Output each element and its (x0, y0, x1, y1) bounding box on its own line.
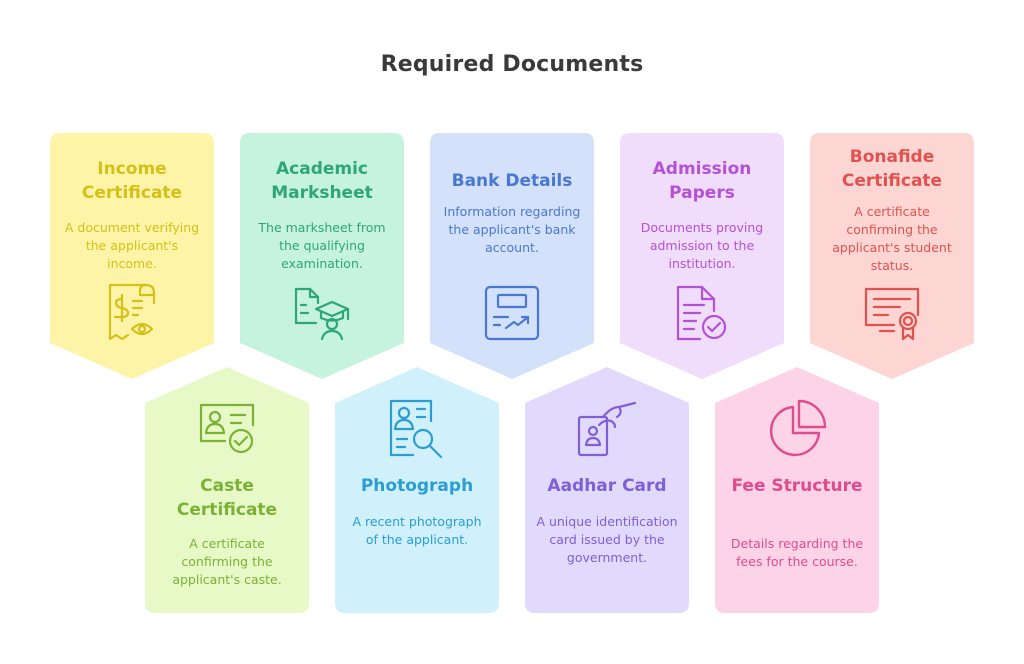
hand-id-card-icon (575, 397, 639, 461)
card-bonafide-certificate: Bonafide Certificate A certificate confi… (810, 133, 974, 379)
card-description: Documents proving admission to the insti… (640, 220, 764, 271)
id-card-check-icon (195, 397, 259, 461)
bank-card-icon (480, 281, 544, 345)
pie-chart-icon (765, 397, 829, 461)
card-bank-details: Bank Details Information regarding the a… (430, 133, 594, 379)
card-description: A unique identification card issued by t… (536, 514, 678, 565)
certificate-badge-icon (860, 281, 924, 345)
card-description: The marksheet from the qualifying examin… (258, 220, 386, 271)
card-photograph: Photograph A recent photograph of the ap… (335, 367, 499, 613)
card-heading: Photograph (360, 476, 474, 496)
page-title: Required Documents (380, 52, 644, 77)
card-admission-papers: Admission Papers Documents proving admis… (620, 133, 784, 379)
card-description: A certificate confirming the applicant's… (172, 536, 282, 587)
profile-search-icon (385, 397, 449, 461)
card-heading: Admission Papers (652, 159, 752, 203)
card-description: A recent photograph of the applicant. (352, 514, 482, 547)
card-heading: Aadhar Card (547, 476, 667, 496)
card-heading: Income Certificate (81, 159, 183, 203)
card-description: A document verifying the applicant's inc… (64, 220, 200, 271)
card-aadhar-card: Aadhar Card A unique identification card… (525, 367, 689, 613)
income-certificate-icon (100, 281, 164, 345)
card-description: Information regarding the applicant's ba… (443, 204, 581, 255)
card-heading: Bank Details (451, 171, 573, 191)
document-check-icon (670, 281, 734, 345)
card-description: A certificate confirming the applicant's… (832, 204, 952, 273)
card-heading: Fee Structure (731, 476, 863, 496)
card-caste-certificate: Caste Certificate A certificate confirmi… (145, 367, 309, 613)
card-description: Details regarding the fees for the cours… (730, 536, 864, 569)
card-income-certificate: Income Certificate A document verifying … (50, 133, 214, 379)
graduate-document-icon (290, 281, 354, 345)
card-heading: Caste Certificate (176, 476, 278, 520)
card-heading: Academic Marksheet (271, 159, 373, 203)
card-academic-marksheet: Academic Marksheet The marksheet from th… (240, 133, 404, 379)
card-fee-structure: Fee Structure Details regarding the fees… (715, 367, 879, 613)
card-heading: Bonafide Certificate (841, 147, 943, 191)
